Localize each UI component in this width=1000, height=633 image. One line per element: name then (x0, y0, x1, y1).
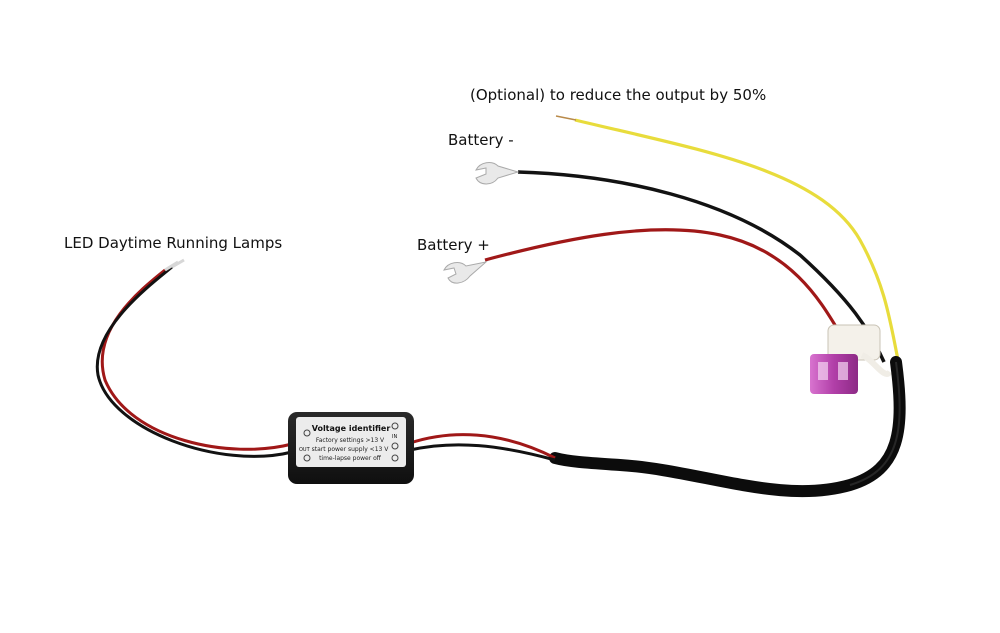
optional-label: (Optional) to reduce the output by 50% (470, 86, 767, 104)
inline-fuse (810, 324, 893, 394)
led-label: LED Daytime Running Lamps (64, 234, 283, 252)
battery-negative-label: Battery - (448, 131, 514, 149)
module-line1: Factory settings >13 V (316, 437, 385, 444)
battery-positive-terminal (443, 261, 488, 284)
led-black-wire (95, 265, 293, 458)
module-in-label: IN (392, 434, 397, 440)
led-red-wire (100, 268, 293, 451)
module-title: Voltage identifier (312, 424, 391, 433)
battery-negative-terminal (475, 162, 520, 185)
voltage-identifier-module: Voltage identifier Factory settings >13 … (288, 412, 414, 484)
yellow-wire (574, 118, 900, 361)
module-output-wires-right (409, 433, 556, 460)
battery-positive-label: Battery + (417, 236, 490, 254)
module-line2: start power supply <13 V (312, 446, 390, 453)
module-line3: time-lapse power off (319, 455, 382, 462)
yellow-wire-tip (555, 115, 577, 121)
module-out-label: OUT (299, 447, 311, 453)
red-wire (484, 228, 840, 331)
